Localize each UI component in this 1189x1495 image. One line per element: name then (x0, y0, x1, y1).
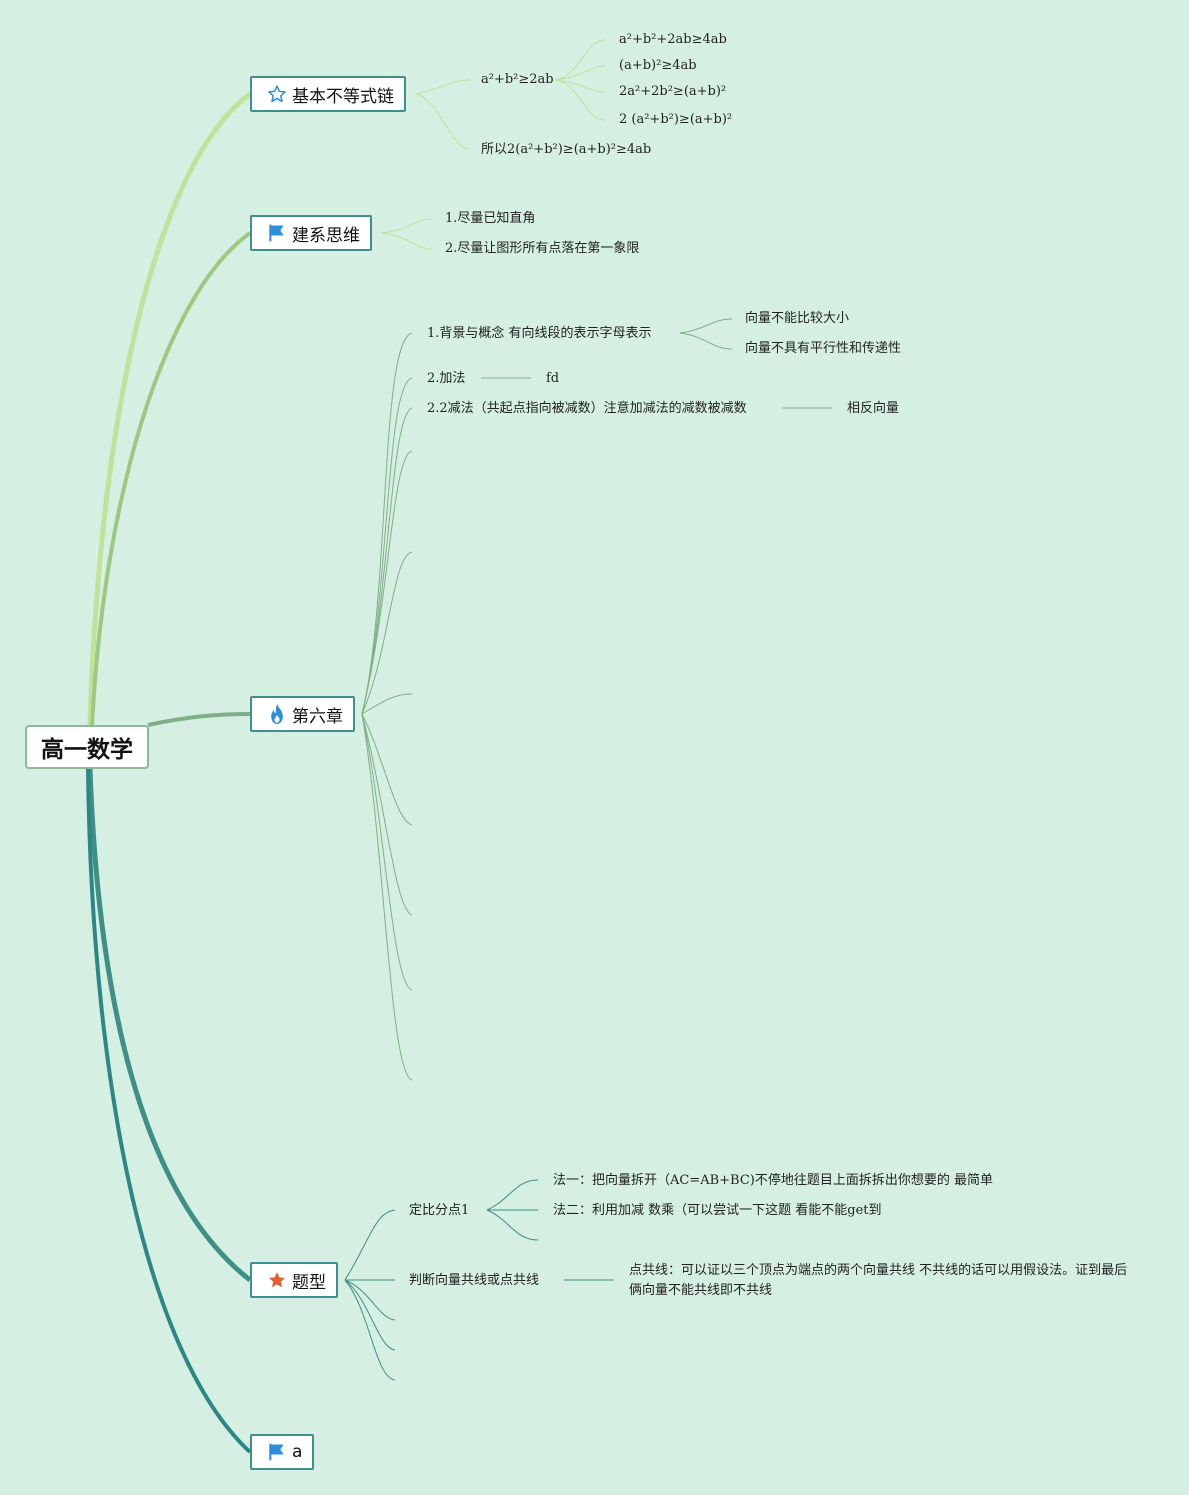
model-item-node[interactable]: 2.尽量让图形所有点落在第一象限 (445, 241, 640, 256)
flag-icon (266, 1441, 288, 1463)
topic-label: a (292, 1442, 303, 1462)
chain-child-node[interactable]: (a+b)²≥4ab (619, 58, 697, 73)
branch-chain (87, 91, 252, 726)
model-item-node[interactable]: 1.尽量已知直角 (445, 211, 536, 226)
types-item-node[interactable]: 判断向量共线或点共线 (409, 1273, 540, 1288)
topic-label: 第六章 (292, 706, 343, 727)
branch-ch6 (147, 712, 251, 727)
branch-a (86, 768, 252, 1454)
topic-a[interactable]: a (250, 1434, 315, 1470)
branch-model (90, 231, 252, 726)
flag-icon (266, 222, 288, 244)
root-label: 高一数学 (41, 737, 133, 763)
topic-problem-types[interactable]: 题型 (250, 1262, 338, 1298)
chain-base-node[interactable]: a²+b²≥2ab (481, 72, 554, 87)
ch6-subitem-node[interactable]: fd (546, 371, 560, 386)
ch6-subitem-node[interactable]: 向量不具有平行性和传递性 (745, 341, 902, 356)
types-subitem-node[interactable]: 法二：利用加减 数乘（可以尝试一下这题 看能不能get到 (553, 1203, 882, 1218)
branch-types (87, 768, 252, 1282)
ch6-item-node[interactable]: 1.背景与概念 有向线段的表示字母表示 (427, 326, 652, 341)
types-subitem-node[interactable]: 点共线：可以证以三个顶点为端点的两个向量共线 不共线的话可以用假设法。证到最后俩… (629, 1263, 1128, 1298)
ch6-item-node[interactable]: 2.加法 (427, 371, 466, 386)
topic-chapter-six[interactable]: 第六章 (250, 696, 355, 732)
topic-label: 建系思维 (292, 225, 360, 246)
topic-coordinate-thinking[interactable]: 建系思维 (250, 215, 372, 251)
fire-icon (266, 703, 288, 725)
chain-child-node[interactable]: a²+b²+2ab≥4ab (619, 32, 727, 47)
topic-label: 题型 (292, 1272, 326, 1293)
root-topic[interactable]: 高一数学 (25, 725, 149, 769)
star-filled-icon (266, 1269, 288, 1291)
chain-child-node[interactable]: 2a²+2b²≥(a+b)² (619, 84, 727, 99)
chain-child-node[interactable]: 2 (a²+b²)≥(a+b)² (619, 112, 733, 127)
topic-inequality-chain[interactable]: 基本不等式链 (250, 76, 406, 112)
star-outline-icon (266, 83, 288, 105)
ch6-subitem-node[interactable]: 向量不能比较大小 (745, 311, 850, 326)
ch6-item-node[interactable]: 2.2减法（共起点指向被减数）注意加减法的减数被减数 (427, 401, 747, 416)
topic-label: 基本不等式链 (292, 86, 394, 107)
ch6-subitem-node[interactable]: 相反向量 (847, 401, 900, 416)
types-item-node[interactable]: 定比分点1 (409, 1203, 470, 1218)
chain-conclusion-node[interactable]: 所以2(a²+b²)≥(a+b)²≥4ab (481, 142, 652, 157)
types-subitem-node[interactable]: 法一：把向量拆开（AC=AB+BC)不停地往题目上面拆拆出你想要的 最简单 (553, 1173, 994, 1188)
